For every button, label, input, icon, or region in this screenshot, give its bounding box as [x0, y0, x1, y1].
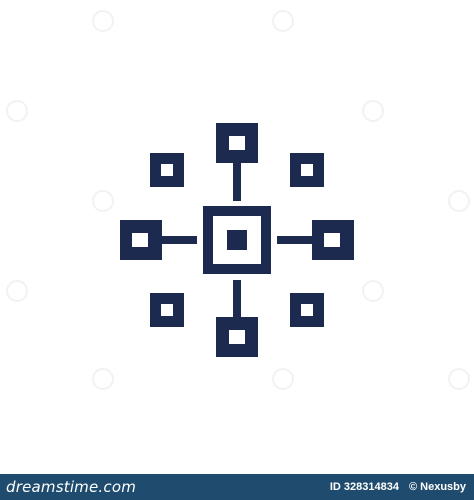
- left-node: [120, 220, 162, 260]
- network-hub-graphic: [120, 123, 354, 357]
- top-connector: [233, 163, 241, 201]
- top-node: [216, 123, 258, 163]
- image-id-label: ID 328314834: [329, 481, 399, 493]
- bottom-right-node: [290, 293, 324, 327]
- watermark-mark: [92, 368, 114, 390]
- watermark-mark: [272, 10, 294, 32]
- watermark-mark: [362, 100, 384, 122]
- top-left-node: [150, 153, 184, 187]
- footer-bar: dreamstime.com ID 328314834 © Nexusby: [0, 474, 474, 500]
- central-node: [203, 206, 271, 274]
- dreamstime-logo[interactable]: dreamstime.com: [6, 478, 137, 496]
- bottom-left-node: [150, 293, 184, 327]
- watermark-mark: [6, 280, 28, 302]
- watermark-mark: [448, 368, 470, 390]
- bottom-node: [216, 317, 258, 357]
- top-right-node: [290, 153, 324, 187]
- watermark-mark: [6, 100, 28, 122]
- watermark-mark: [362, 280, 384, 302]
- right-connector: [277, 236, 312, 244]
- bottom-connector: [233, 280, 241, 317]
- watermark-mark: [92, 190, 114, 212]
- watermark-mark: [272, 368, 294, 390]
- watermark-mark: [448, 190, 470, 212]
- left-connector: [162, 236, 197, 244]
- right-node: [312, 220, 354, 260]
- image-meta: ID 328314834 © Nexusby: [330, 481, 466, 493]
- author-credit[interactable]: © Nexusby: [408, 481, 466, 493]
- network-hub-shapes: [120, 123, 354, 357]
- network-hub-icon: [120, 123, 354, 357]
- watermark-mark: [92, 10, 114, 32]
